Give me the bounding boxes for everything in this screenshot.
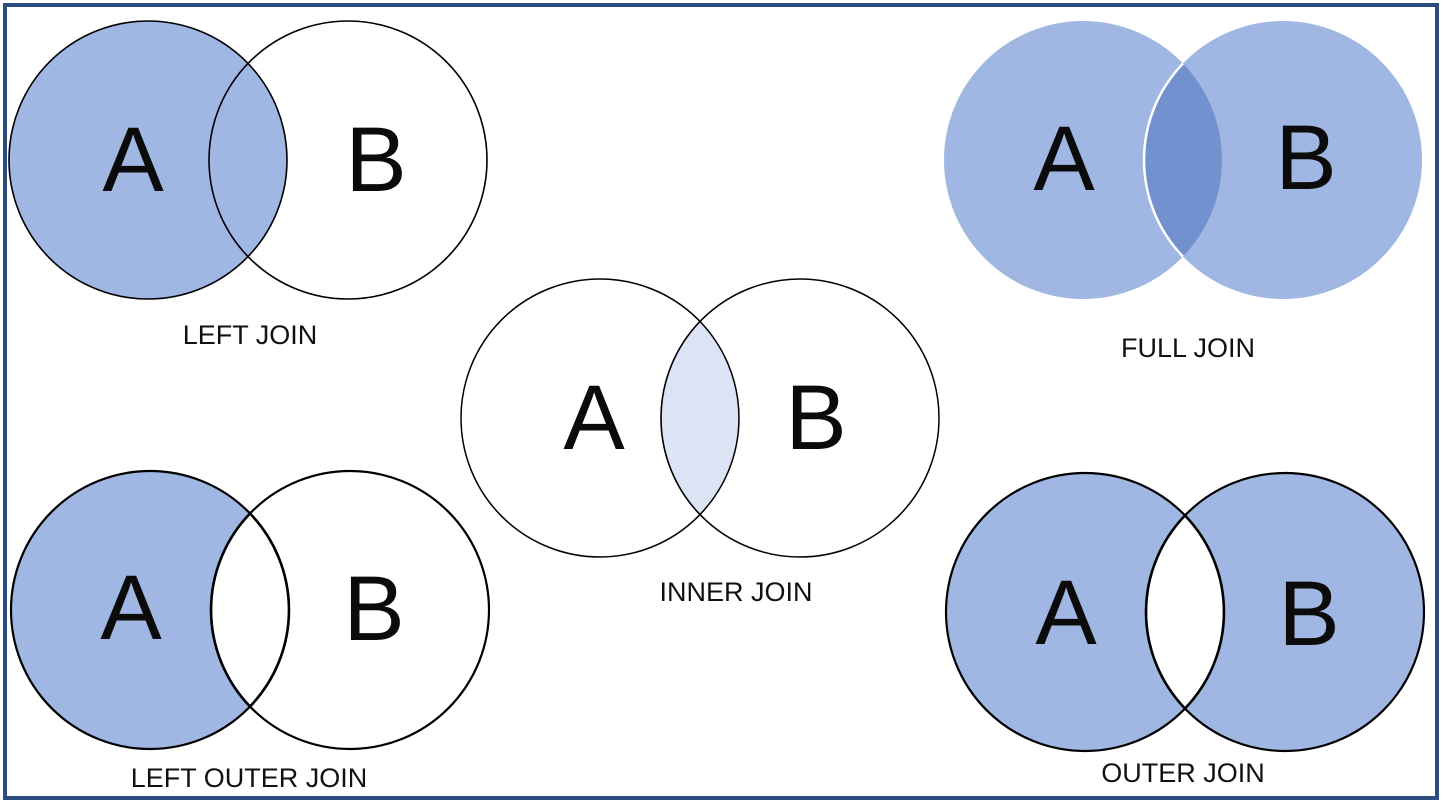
venn-outer-join: A B OUTER JOIN: [944, 471, 1426, 788]
caption-full-join: FULL JOIN: [1121, 333, 1255, 363]
intersection-lens: [1144, 63, 1222, 257]
intersection-lens: [1144, 513, 1226, 711]
caption-outer-join: OUTER JOIN: [1101, 758, 1265, 788]
intersection-lens: [660, 320, 740, 516]
set-b-label: B: [343, 558, 404, 660]
set-a-label: A: [1033, 108, 1095, 210]
set-b-label: B: [1275, 107, 1336, 209]
circle-a: [8, 20, 288, 300]
circle-b-white-rim: [1142, 21, 1222, 299]
set-b-label: B: [1278, 563, 1339, 665]
set-b-label: B: [345, 109, 406, 211]
circle-b: [1144, 21, 1422, 299]
set-b-label: B: [785, 367, 846, 469]
circle-b: [209, 469, 491, 751]
venn-inner-join: A B INNER JOIN: [460, 278, 940, 607]
circle-a: [944, 21, 1222, 299]
caption-left-outer-join: LEFT OUTER JOIN: [131, 763, 368, 793]
set-a-label: A: [102, 109, 164, 211]
set-a-label: A: [100, 557, 162, 659]
venn-left-join: A B LEFT JOIN: [8, 20, 488, 350]
circle-b: [208, 20, 488, 300]
set-a-label: A: [563, 367, 625, 469]
set-a-label: A: [1035, 562, 1097, 664]
venn-full-join: A B FULL JOIN: [944, 21, 1422, 363]
caption-inner-join: INNER JOIN: [659, 577, 812, 607]
caption-left-join: LEFT JOIN: [183, 320, 318, 350]
venn-left-outer-join: A B LEFT OUTER JOIN: [9, 469, 491, 793]
